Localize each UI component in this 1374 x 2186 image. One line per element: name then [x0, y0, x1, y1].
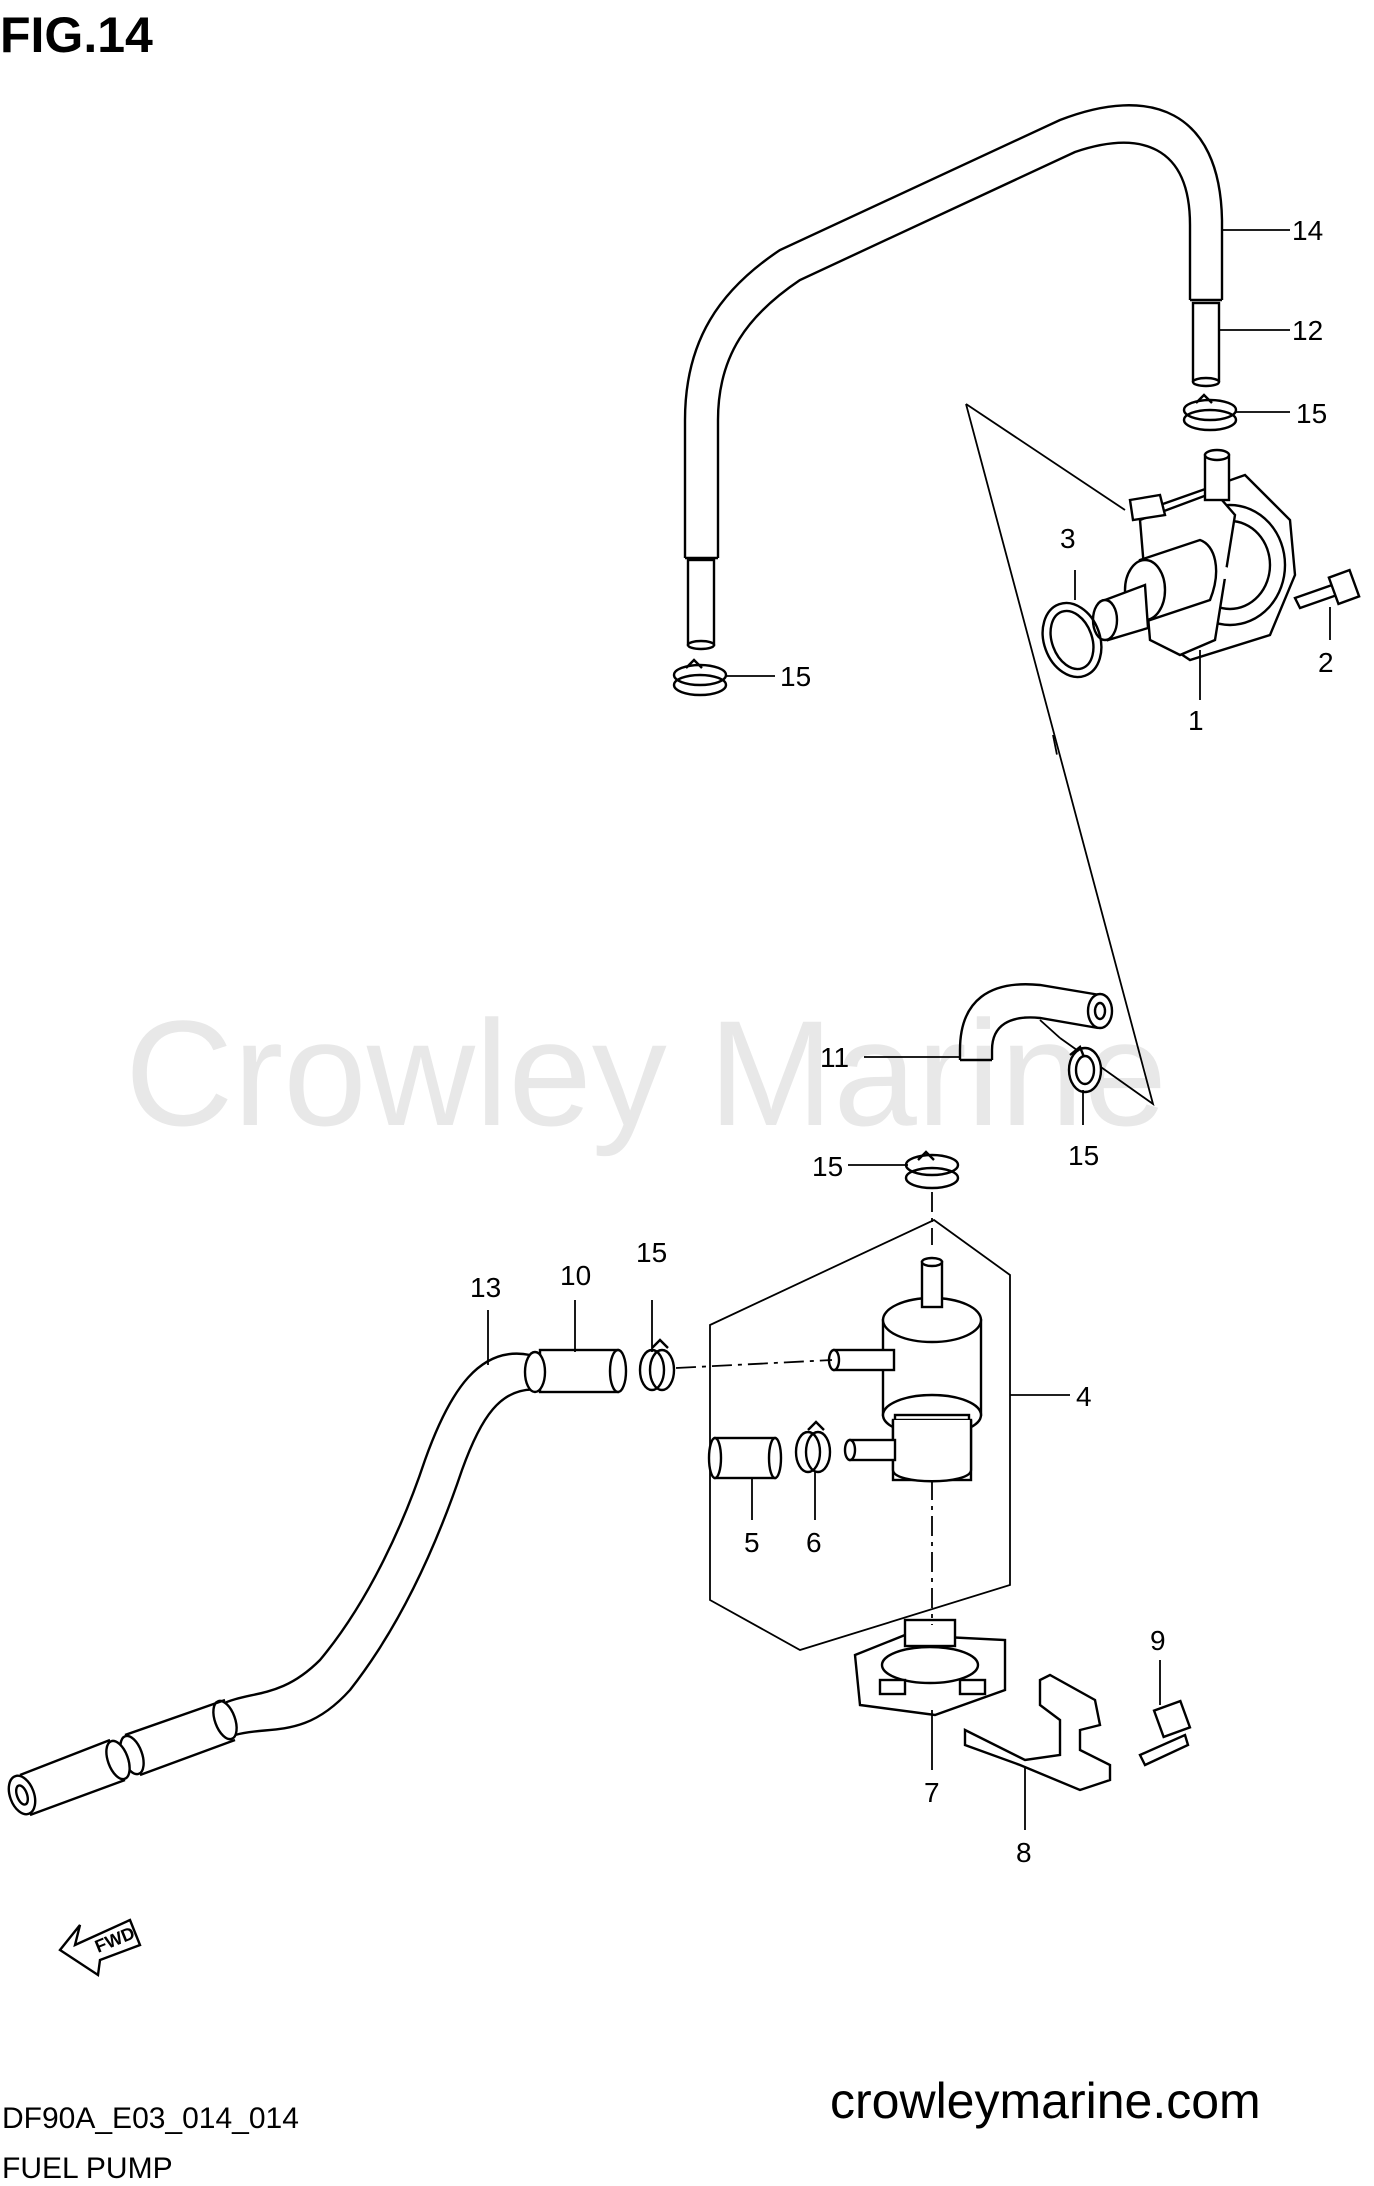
- hose-clip-6: [794, 1420, 832, 1474]
- callout-11: 11: [820, 1042, 849, 1073]
- leader-lines: [487, 229, 1331, 1830]
- website-label: crowleymarine.com: [830, 2073, 1261, 2129]
- model-code: DF90A_E03_014_014: [2, 2102, 299, 2135]
- hose-5: [707, 1436, 783, 1480]
- callout-4: 4: [1076, 1381, 1092, 1412]
- fuel-hose-13: [7, 1350, 547, 1817]
- watermark: Crowley Marine: [125, 989, 1167, 1157]
- callout-15-hose-10: 15: [636, 1237, 667, 1268]
- callout-6: 6: [806, 1527, 822, 1558]
- bolt-9: [1138, 1699, 1192, 1767]
- callout-3: 3: [1060, 523, 1076, 554]
- hose-clip-15-hose-10: [638, 1338, 676, 1392]
- hose-clip-15-left: [672, 658, 728, 697]
- fuel-hose-14: [683, 104, 1224, 560]
- callout-7: 7: [924, 1777, 940, 1808]
- callout-10: 10: [560, 1260, 591, 1291]
- hose-clip-15-top-right: [1182, 393, 1238, 432]
- fuel-hose-10: [538, 1348, 628, 1394]
- hose-clip-15-filter-top: [904, 1150, 960, 1190]
- fwd-arrow: FWD: [58, 1918, 142, 1978]
- callout-15-hose-11: 15: [1068, 1140, 1099, 1171]
- callout-14: 14: [1292, 215, 1323, 246]
- hose-clip-15-hose-11: [1067, 1045, 1103, 1094]
- callout-15-filter-top: 15: [812, 1151, 843, 1182]
- callout-15-top-right: 15: [1296, 398, 1327, 429]
- fuel-hose-11: [958, 983, 1114, 1062]
- callout-9: 9: [1150, 1625, 1166, 1656]
- filter-holder-7: [853, 1618, 1007, 1717]
- figure-title: FIG.14: [0, 7, 153, 63]
- callout-2: 2: [1318, 647, 1334, 678]
- callout-1: 1: [1188, 705, 1204, 736]
- callout-12: 12: [1292, 315, 1323, 346]
- fuel-pump: [1091, 448, 1297, 662]
- bolt-2: [1293, 568, 1361, 610]
- callout-5: 5: [744, 1527, 760, 1558]
- o-ring: [1041, 601, 1103, 679]
- callout-8: 8: [1016, 1837, 1032, 1868]
- fuel-hose-14-stub: [686, 558, 716, 651]
- alignment-lines: [675, 734, 1059, 1625]
- section-name: FUEL PUMP: [2, 2152, 173, 2185]
- callout-13: 13: [470, 1272, 501, 1303]
- filter-group-outline: [709, 1218, 1011, 1651]
- callout-15-left: 15: [780, 661, 811, 692]
- fuel-filter: [827, 1256, 983, 1483]
- fuel-hose-12: [1191, 301, 1221, 388]
- bracket-8: [963, 1673, 1112, 1792]
